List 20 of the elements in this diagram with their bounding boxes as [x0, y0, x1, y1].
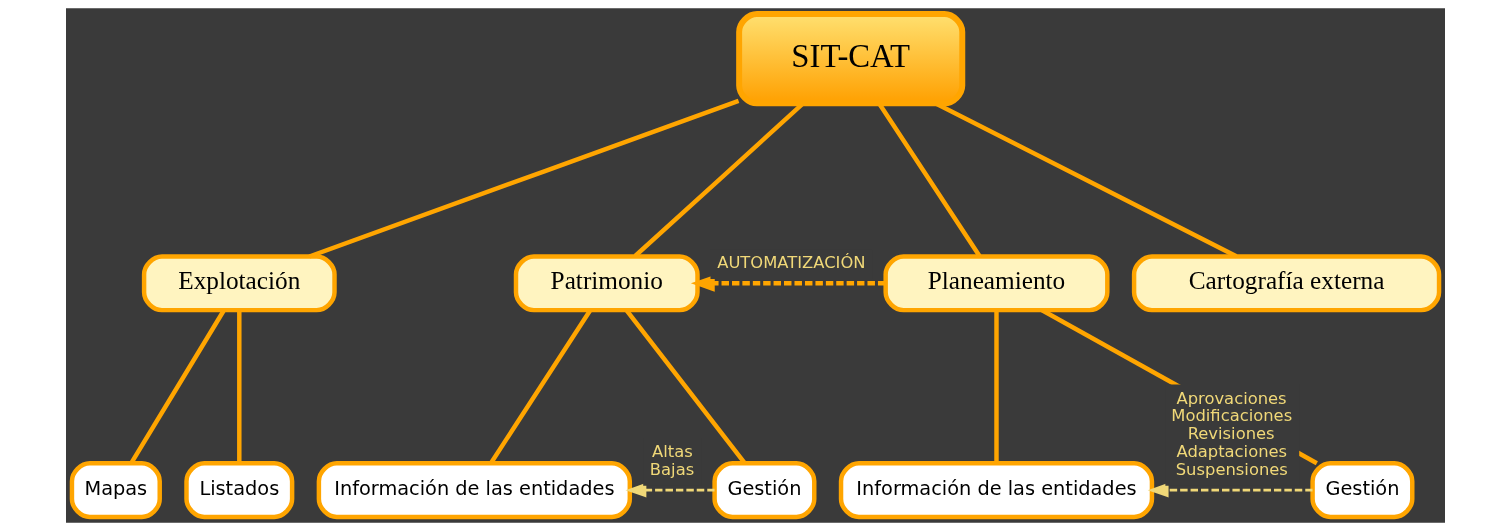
connector [308, 98, 740, 259]
node-box: Listados [184, 461, 295, 520]
arrow [625, 482, 715, 498]
edge-label: Aprovaciones Modificaciones Revisiones Adaptaciones Suspensiones [1171, 388, 1293, 479]
node-box: Gestión [712, 461, 817, 520]
arrow [690, 275, 886, 292]
node-box: Gestión [1310, 461, 1415, 520]
arrow [1147, 482, 1313, 498]
edge-label: Altas Bajas [649, 442, 695, 479]
node-box: Información de las entidades [316, 461, 633, 520]
node-box: Planeamiento [883, 254, 1110, 313]
node-box: SIT-CAT [736, 11, 966, 107]
node-box: Mapas [69, 461, 162, 520]
connector [237, 310, 242, 463]
node-box: Cartografía externa [1131, 254, 1442, 313]
edge-label: AUTOMATIZACIÓN [717, 253, 866, 273]
node-box: Información de las entidades [838, 461, 1155, 520]
node-box: Explotación [141, 254, 337, 313]
node-box: Patrimonio [513, 254, 700, 313]
connector [994, 310, 999, 463]
